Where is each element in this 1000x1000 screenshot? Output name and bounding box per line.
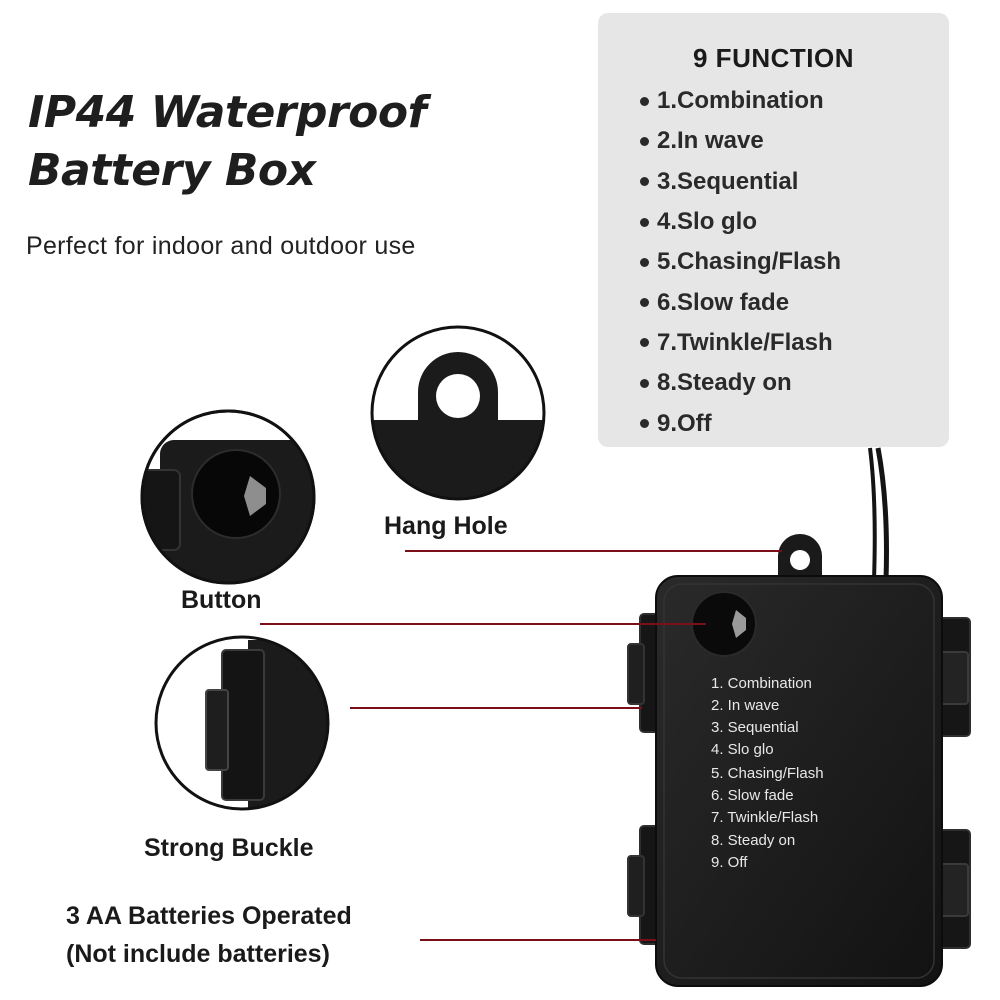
function-item: 5.Chasing/Flash xyxy=(640,242,841,282)
hang-hole-label: Hang Hole xyxy=(384,512,508,540)
function-item: 1.Combination xyxy=(640,81,841,121)
power-cable xyxy=(868,447,877,581)
bullet-icon xyxy=(640,338,649,348)
bullet-icon xyxy=(640,298,649,308)
function-item: 3.Sequential xyxy=(640,162,841,202)
bullet-icon xyxy=(640,177,649,187)
button-label: Button xyxy=(181,586,262,614)
bullet-icon xyxy=(640,136,649,146)
functions-panel: 9 FUNCTION 1.Combination 2.In wave 3.Seq… xyxy=(598,13,949,447)
batteries-label-line-1: 3 AA Batteries Operated xyxy=(66,902,352,930)
box-label-item: 3. Sequential xyxy=(711,719,799,736)
hang-hole-zoom xyxy=(370,325,546,501)
bullet-icon xyxy=(640,419,649,429)
subtitle: Perfect for indoor and outdoor use xyxy=(26,232,416,260)
title-line-1: IP44 Waterproof xyxy=(28,87,427,138)
bullet-icon xyxy=(640,96,649,106)
page-title: IP44 Waterproof Battery Box xyxy=(28,84,427,200)
batteries-label-line-2: (Not include batteries) xyxy=(66,940,330,968)
bullet-icon xyxy=(640,378,649,388)
box-label-item: 2. In wave xyxy=(711,697,779,714)
function-item: 4.Slo glo xyxy=(640,202,841,242)
box-label-item: 6. Slow fade xyxy=(711,787,794,804)
bullet-icon xyxy=(640,257,649,267)
hang-hole xyxy=(790,550,810,570)
box-label-item: 1. Combination xyxy=(711,675,812,692)
function-item: 9.Off xyxy=(640,403,841,443)
function-item: 2.In wave xyxy=(640,121,841,161)
box-label-item: 5. Chasing/Flash xyxy=(711,765,824,782)
title-line-2: Battery Box xyxy=(28,145,316,196)
power-cable xyxy=(875,447,890,581)
buckle-zoom xyxy=(154,635,330,811)
strong-buckle-label: Strong Buckle xyxy=(144,834,314,862)
function-item: 6.Slow fade xyxy=(640,282,841,322)
button-zoom xyxy=(140,409,316,585)
box-label-item: 4. Slo glo xyxy=(711,741,774,758)
box-label-item: 7. Twinkle/Flash xyxy=(711,809,818,826)
functions-title: 9 FUNCTION xyxy=(693,43,854,73)
bullet-icon xyxy=(640,217,649,227)
box-label-item: 9. Off xyxy=(711,854,748,871)
box-function-label: 1. Combination 2. In wave 3. Sequential … xyxy=(711,675,824,871)
battery-box xyxy=(627,534,971,987)
functions-list: 1.Combination 2.In wave 3.Sequential 4.S… xyxy=(640,81,841,444)
function-item: 8.Steady on xyxy=(640,363,841,403)
function-item: 7.Twinkle/Flash xyxy=(640,323,841,363)
box-label-item: 8. Steady on xyxy=(711,832,795,849)
